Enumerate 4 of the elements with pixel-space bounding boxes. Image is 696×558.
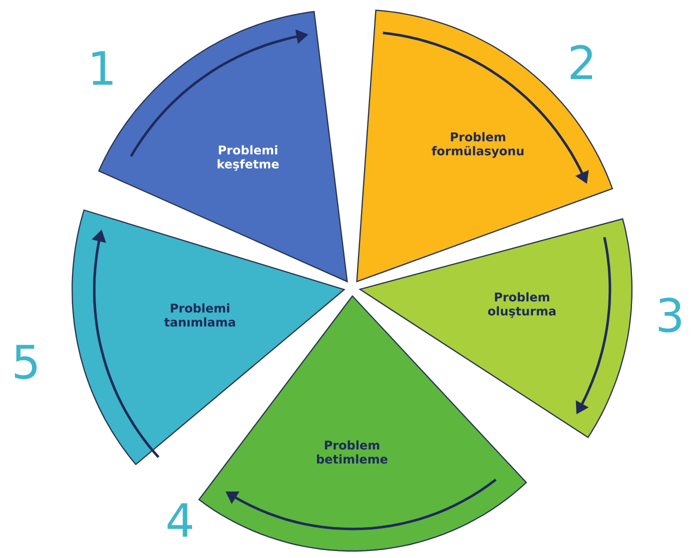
step-number: 5 xyxy=(14,344,37,380)
step-number: 4 xyxy=(168,503,192,537)
step-number: 2 xyxy=(570,44,592,80)
step-number: 3 xyxy=(658,298,681,332)
